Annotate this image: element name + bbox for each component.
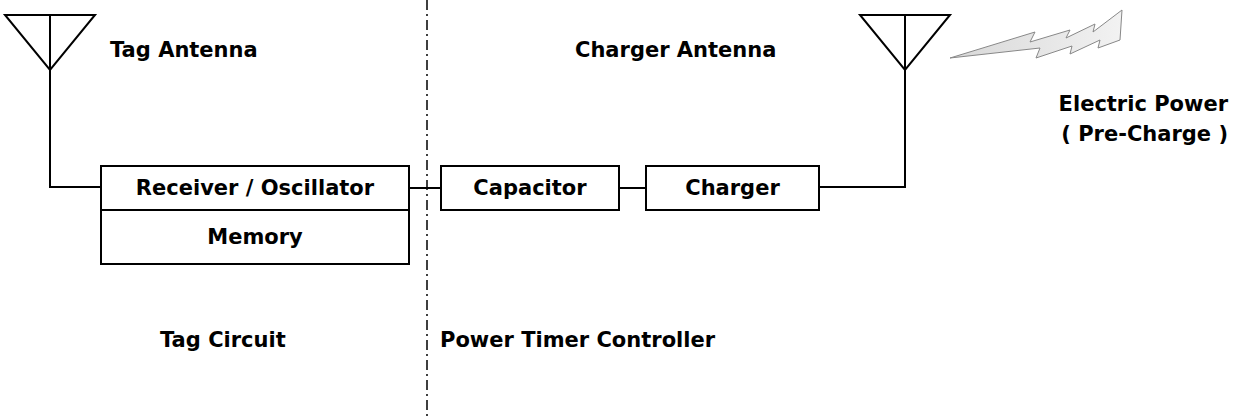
box-label: Receiver / Oscillator — [136, 176, 374, 200]
charger-antenna-symbol — [820, 15, 950, 187]
lightning-bolt — [950, 10, 1122, 58]
caption-label: Power Timer Controller — [440, 328, 715, 352]
caption-label: Charger Antenna — [575, 38, 776, 62]
boundary-line — [426, 0, 428, 420]
wire-connector — [410, 187, 440, 189]
tag-antenna-symbol — [5, 15, 100, 187]
block-box: Capacitor — [440, 165, 620, 211]
block-box: Charger — [645, 165, 820, 211]
box-label: Memory — [207, 225, 303, 249]
caption-label: ( Pre-Charge ) — [1061, 122, 1228, 146]
block-box: Receiver / Oscillator — [100, 165, 410, 211]
block-box: Memory — [100, 209, 410, 265]
caption-label: Tag Antenna — [110, 38, 258, 62]
caption-label: Tag Circuit — [160, 328, 286, 352]
box-label: Charger — [685, 176, 780, 200]
caption-label: Electric Power — [1059, 92, 1228, 116]
wire-connector — [620, 187, 645, 189]
box-label: Capacitor — [473, 176, 586, 200]
